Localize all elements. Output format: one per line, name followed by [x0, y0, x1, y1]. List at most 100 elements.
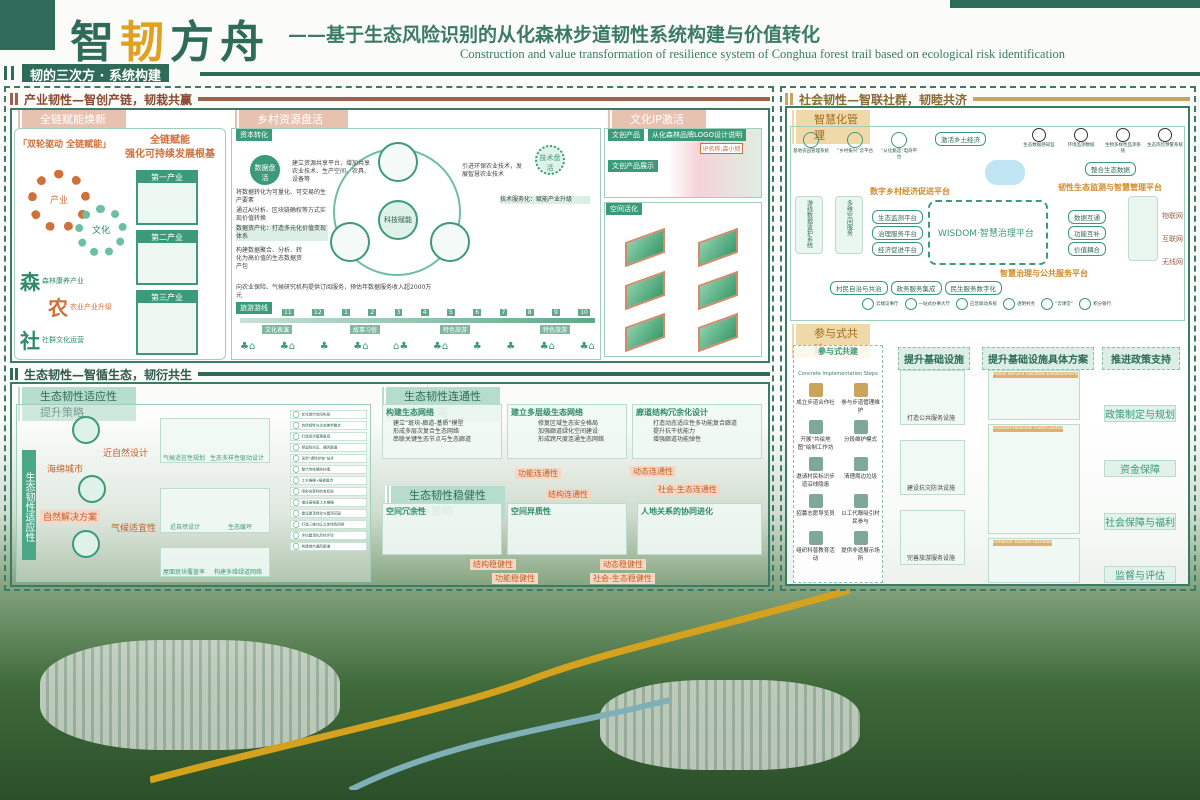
rural-panel: [231, 128, 601, 360]
phone-label: 游线数据监护系统: [805, 200, 813, 248]
step-item: 提供非遗展示场所: [839, 531, 882, 562]
adapt-circle: [72, 530, 100, 558]
net-item: 物联网: [1162, 212, 1183, 220]
timeline-month: 12: [312, 309, 324, 316]
left-frame: [4, 86, 774, 591]
rural-note: 向农业保险、气候研究机构提供订阅服务，预估年数据服务收入超2000万元: [236, 284, 432, 299]
strategy-icon: [292, 532, 300, 539]
node-left: [330, 222, 370, 262]
gear-industry: 产业: [28, 170, 90, 232]
timeline-month: 4: [420, 309, 429, 316]
step-item: 邀请村民标识步道沿线隐患: [794, 457, 837, 488]
integrate-data: 整合生态数据: [1085, 162, 1136, 176]
connect-card-2: 建立多层级生态网络修复区域生态安全格局加强廊道绿化空间建设形成跨尺度连通生态网络: [507, 404, 627, 459]
policy-item: 社会保障与福利: [1104, 513, 1176, 530]
connect-tag: 功能连通性: [515, 468, 561, 479]
tile-label: 近自然设计: [170, 524, 201, 531]
service-item: 积分银行: [1079, 298, 1111, 310]
service-icon: [956, 298, 968, 310]
left-node: 治理服务平台: [872, 226, 923, 240]
connect-card-1: 构建生态网络建立“斑块-廊道-基质”模型形成多层次复合生态网络串联关键生态节点与…: [382, 404, 502, 459]
strategy-icon: [292, 455, 300, 462]
robust-tag: 功能稳健性: [492, 573, 538, 584]
adapt-tile-row3: [160, 547, 270, 577]
service-label: 应急联动系统: [970, 302, 997, 307]
poster-title: 智韧方舟: [70, 17, 270, 68]
strategy-icon: [292, 521, 300, 528]
flow-step-2: 提升基础设施具体方案: [982, 347, 1094, 370]
service-label: 透明村务: [1017, 302, 1035, 307]
service-item: 一站式办事大厅: [904, 298, 950, 310]
wisdom-core-label: WISDOM·智慧治理平台: [938, 229, 1034, 239]
step-item: 成立步道合作社: [794, 383, 837, 414]
route-event: 特色旅游: [540, 325, 571, 334]
char-forest: 森: [20, 270, 40, 294]
strategy-label: 构建城市通风廊道: [301, 544, 331, 549]
ip-product-tag: 文创产品展示: [608, 160, 658, 172]
service-item: 云端议事厅: [862, 298, 899, 310]
connect-tag: 结构连通性: [545, 489, 591, 500]
char-society: 社: [20, 329, 40, 353]
step-icon: [808, 383, 823, 397]
poster-subtitle-en: Construction and value transformation of…: [460, 47, 1066, 61]
strategy-label: 建设屋顶绿化与屋顶花园: [301, 511, 341, 516]
ip-tag: 从化森林品牌LOGO设计说明: [648, 129, 747, 141]
app-icon: [803, 132, 819, 148]
service-icon: [1003, 298, 1015, 310]
corner-decoration: [0, 0, 55, 50]
left-node: 生态监测平台: [872, 210, 923, 224]
industry-card-3: 第三产业: [136, 290, 198, 355]
strategy-label: 喷射含草籽的有机质: [301, 489, 334, 494]
adapt-tile-row1: [160, 418, 270, 463]
sensor-item: 生态风险预警系统: [1146, 128, 1184, 154]
robust-card-2: 空间异质性: [507, 503, 627, 555]
space-panel: [604, 202, 762, 357]
step-item: 参与步道管理维护: [839, 383, 882, 414]
strategy-item: 预留防灾区、通风廊道: [290, 443, 367, 452]
card-note: 打造动态适应性多功能复合廊道: [653, 420, 738, 427]
app-item: “从化甄选”电商平台: [880, 132, 918, 160]
card-note: 加强廊道绿化空间建设: [538, 428, 599, 436]
net-item: 无线网: [1162, 258, 1183, 266]
step-icon: [808, 494, 823, 508]
step-icon: [853, 383, 868, 397]
card-title: 人地关系的协同进化: [641, 507, 713, 516]
platform-econ: 数字乡村经济促进平台: [870, 187, 950, 196]
strategy-item: 铺设高强度土木格栅: [290, 498, 367, 507]
route-tag: 旅游游线: [236, 302, 272, 314]
strategy-item: 优化城市空间布局: [290, 410, 367, 419]
service-icons: 云端议事厅一站式办事大厅 应急联动系统 透明村务 “云课堂” 积分银行: [862, 298, 1111, 310]
sensor-icon: [1116, 128, 1130, 142]
robust-tag: 动态稳健性: [600, 559, 646, 570]
service-label: “云课堂”: [1055, 302, 1074, 307]
step-label: 开展“共绘地图”绘制工作坊: [797, 437, 834, 451]
strategy-label: 打造雨洪管理景观: [301, 434, 331, 439]
char-agri: 农: [48, 296, 68, 320]
infra-label: 完善旅游服务设施: [907, 555, 956, 562]
timeline-month: 8: [525, 309, 534, 316]
strategy-item: 喷射含草籽的有机质: [290, 487, 367, 496]
ip-tag: IP名称:森小韧: [700, 143, 744, 154]
chain-box-title: 全链赋能 强化可持续发展根基: [125, 135, 215, 160]
step-label: 招募志愿导览员: [796, 511, 835, 517]
strategy-icon: [292, 422, 300, 429]
service-item: 应急联动系统: [956, 298, 997, 310]
infra-card: 完善旅游服务设施: [900, 510, 965, 565]
town-right: [600, 680, 860, 770]
card-note: 形成跨尺度连通生态网络: [538, 436, 605, 444]
app-label: “从化甄选”电商平台: [880, 149, 918, 160]
connect-tag: 社会-生态连通性: [655, 484, 720, 495]
node-right: [430, 222, 470, 262]
service-icon: [862, 298, 874, 310]
left-node: 经济促进平台: [872, 242, 923, 256]
step-label: 以工代赈吸引村民参与: [841, 511, 880, 525]
industry-card-title: 第一产业: [138, 172, 196, 183]
step-icon: [853, 457, 868, 471]
flow-step-3: 推进政策支持: [1102, 347, 1180, 370]
sensor-icon: [1032, 128, 1046, 142]
connect-card-3: 廊道结构冗余化设计打造动态适应性多功能复合廊道提升抗干扰能力增强廊道功能弹性: [632, 404, 762, 459]
platform-eco: 韧性生态监测与智慧管理平台: [1058, 183, 1162, 192]
step-icon: [853, 531, 868, 545]
platform-gov: 智慧治理与公共服务平台: [1000, 269, 1088, 278]
step-item: 组织科普教育活动: [794, 531, 837, 562]
